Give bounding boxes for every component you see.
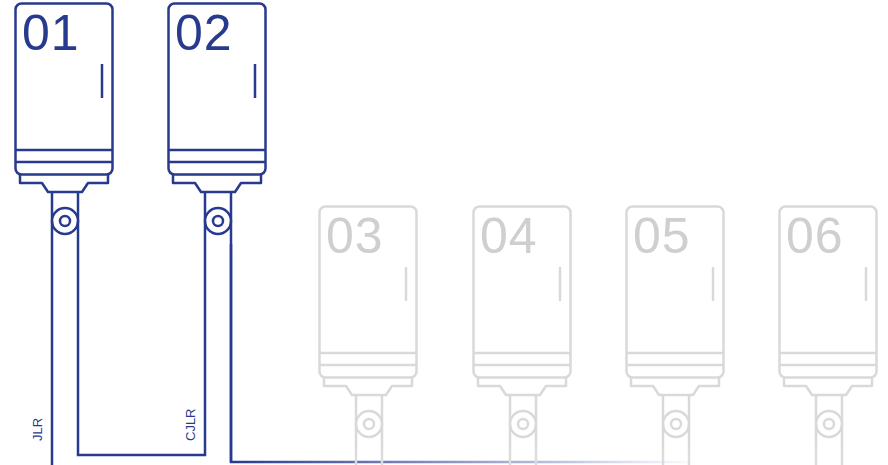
line-label: CJLR [183,407,198,442]
box-number: 03 [326,211,384,261]
stem-line [230,244,233,462]
tag-box: 02 [167,2,267,244]
stem-line [51,244,54,465]
box-number: 01 [22,8,80,58]
box-number: 02 [175,8,233,58]
box-number: 06 [786,211,844,261]
tag-box: 05 [625,205,725,447]
line-label: JLR [30,417,45,442]
box-number: 04 [480,211,538,261]
tag-box: 03 [318,205,418,447]
box-number: 05 [633,211,691,261]
connector-line [78,244,205,455]
tag-box: 01 [14,2,114,244]
tag-box: 04 [472,205,572,447]
tag-box: 06 [778,205,878,447]
